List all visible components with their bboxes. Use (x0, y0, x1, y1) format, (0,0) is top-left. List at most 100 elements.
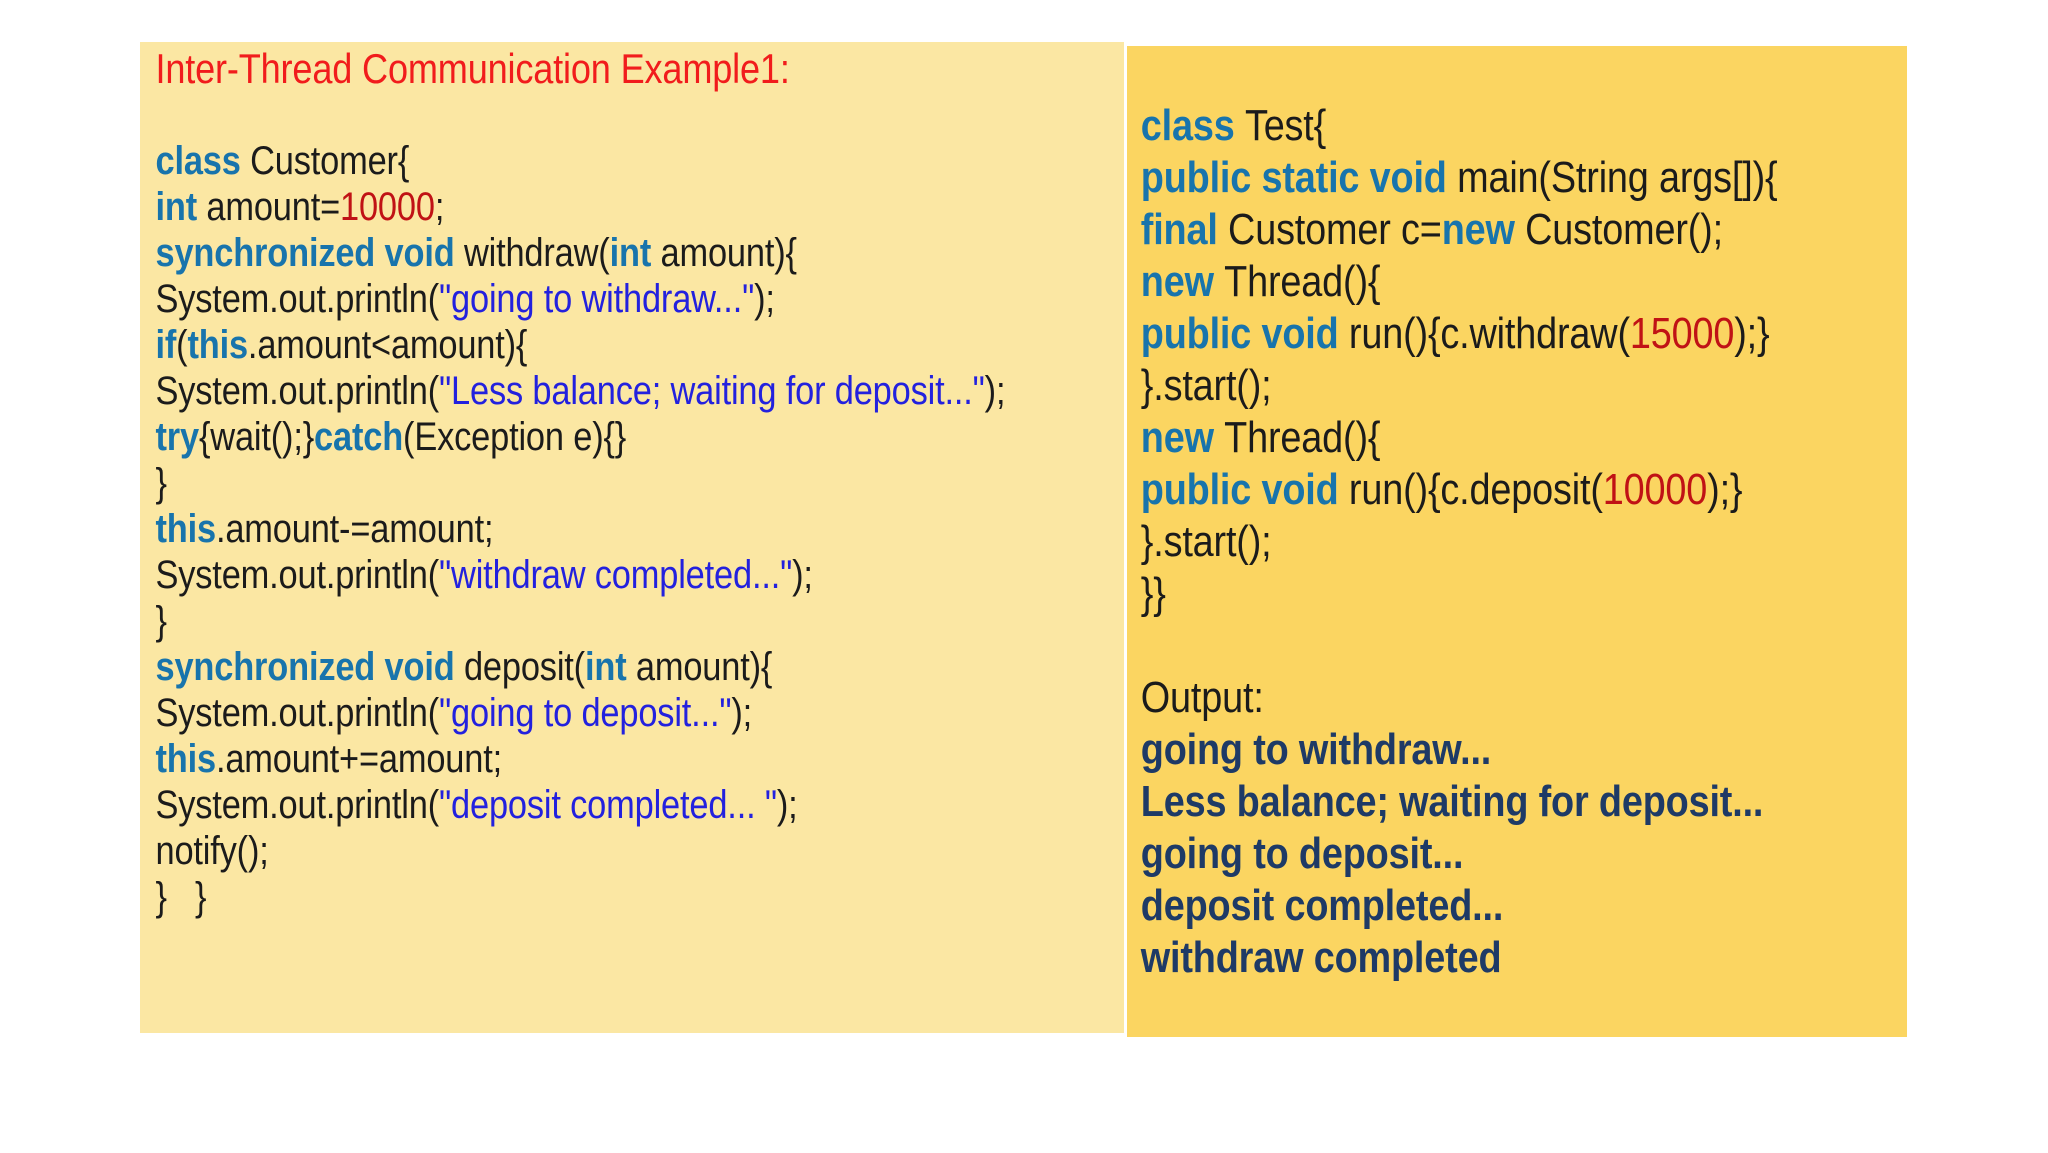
code-token-code: ; (434, 185, 445, 229)
code-token-code: } } (155, 875, 207, 919)
code-line: } (155, 598, 1145, 644)
code-line: new Thread(){ (1141, 256, 1926, 308)
code-token-keyword: this (155, 507, 216, 551)
code-token-number: 10000 (340, 185, 435, 229)
code-token-code: System.out.println( (155, 553, 439, 597)
code-token-code: ( (176, 323, 188, 367)
code-line: System.out.println("Less balance; waitin… (155, 368, 1145, 414)
code-line: synchronized void deposit(int amount){ (155, 644, 1145, 690)
code-token-code: Customer(); (1525, 205, 1723, 254)
code-token-code: ); (731, 691, 753, 735)
code-token-code: Thread(){ (1224, 413, 1381, 462)
code-token-output: deposit completed... (1140, 881, 1504, 930)
code-line: final Customer c=new Customer(); (1141, 204, 1926, 256)
output-line: going to deposit... (1141, 828, 1926, 880)
code-token-code: System.out.println( (155, 691, 439, 735)
output-line: deposit completed... (1141, 880, 1926, 932)
code-token-code: amount){ (635, 645, 773, 689)
code-token-code: Customer{ (250, 139, 410, 183)
code-token-code: .amount<amount){ (247, 323, 528, 367)
code-token-code: run(){c.deposit( (1348, 465, 1603, 514)
code-line: notify(); (155, 828, 1145, 874)
code-token-keyword: if (155, 323, 177, 367)
code-token-output: withdraw completed (1140, 933, 1502, 982)
code-token-keyword: public void (1140, 465, 1349, 514)
output-label: Output: (1141, 672, 1926, 724)
code-token-output: Less balance; waiting for deposit... (1140, 777, 1764, 826)
code-token-code: withdraw( (463, 231, 610, 275)
right-code-panel: class Test{public static void main(Strin… (1127, 46, 1907, 1037)
code-token-keyword: public static void (1140, 153, 1458, 202)
code-line: System.out.println("going to deposit..."… (155, 690, 1145, 736)
code-line: class Test{ (1141, 100, 1926, 152)
code-token-code: deposit( (463, 645, 585, 689)
code-token-string: "going to withdraw..." (438, 277, 755, 321)
code-token-code: {wait();} (198, 415, 315, 459)
code-line: } } (155, 874, 1145, 920)
code-line: class Customer{ (155, 138, 1145, 184)
code-token-code: } (155, 599, 167, 643)
code-token-code: (Exception e){} (403, 415, 627, 459)
code-token-title: Inter-Thread Communication Example1: (155, 45, 790, 92)
output-line: going to withdraw... (1141, 724, 1926, 776)
code-token-keyword: synchronized void (155, 231, 464, 275)
code-token-keyword: synchronized void (155, 645, 464, 689)
code-token-code: run(){c.withdraw( (1348, 309, 1630, 358)
code-line: try{wait();}catch(Exception e){} (155, 414, 1145, 460)
code-line: public static void main(String args[]){ (1141, 152, 1926, 204)
customer-class-code: Inter-Thread Communication Example1: cla… (140, 42, 1146, 920)
code-token-output: going to deposit... (1140, 829, 1464, 878)
code-line: new Thread(){ (1141, 412, 1926, 464)
code-token-code: System.out.println( (155, 277, 439, 321)
code-token-string: "Less balance; waiting for deposit..." (438, 369, 985, 413)
code-token-keyword: int (155, 185, 207, 229)
code-token-keyword: int (584, 645, 636, 689)
test-class-and-output: class Test{public static void main(Strin… (1127, 46, 1926, 984)
code-line: synchronized void withdraw(int amount){ (155, 230, 1145, 276)
code-token-code: System.out.println( (155, 783, 439, 827)
slide-title: Inter-Thread Communication Example1: (155, 46, 1145, 92)
code-line: public void run(){c.withdraw(15000);} (1141, 308, 1926, 360)
code-token-code: .amount-=amount; (215, 507, 494, 551)
code-line (155, 92, 1145, 138)
code-line: } (155, 460, 1145, 506)
code-token-code: .amount+=amount; (215, 737, 502, 781)
code-token-code: amount){ (660, 231, 797, 275)
code-token-code: Thread(){ (1224, 257, 1381, 306)
code-token-keyword: class (155, 139, 251, 183)
code-token-code: ); (984, 369, 1006, 413)
code-token-keyword: int (609, 231, 661, 275)
code-token-code: }.start(); (1140, 361, 1272, 410)
code-token-code: );} (1734, 309, 1770, 358)
code-token-keyword: class (1140, 101, 1245, 150)
code-line: if(this.amount<amount){ (155, 322, 1145, 368)
code-token-keyword: this (187, 323, 248, 367)
code-line: }.start(); (1141, 516, 1926, 568)
code-token-code: } (155, 461, 167, 505)
code-line: System.out.println("withdraw completed..… (155, 552, 1145, 598)
code-token-keyword: new (1140, 257, 1225, 306)
code-token-keyword: new (1441, 205, 1526, 254)
code-token-keyword: final (1140, 205, 1229, 254)
code-token-keyword: try (155, 415, 199, 459)
code-line: System.out.println("deposit completed...… (155, 782, 1145, 828)
code-line: this.amount-=amount; (155, 506, 1145, 552)
code-token-code: ); (754, 277, 775, 321)
code-token-code: Output: (1140, 673, 1264, 722)
code-line: this.amount+=amount; (155, 736, 1145, 782)
code-token-number: 15000 (1629, 309, 1735, 358)
code-token-code: notify(); (155, 829, 269, 873)
code-token-code: );} (1707, 465, 1743, 514)
code-line: int amount=10000; (155, 184, 1145, 230)
output-line: withdraw completed (1141, 932, 1926, 984)
code-line: System.out.println("going to withdraw...… (155, 276, 1145, 322)
code-line (1141, 620, 1926, 672)
code-token-code: amount= (206, 185, 341, 229)
code-line: public void run(){c.deposit(10000);} (1141, 464, 1926, 516)
code-token-string: "withdraw completed..." (438, 553, 793, 597)
code-token-code: System.out.println( (155, 369, 439, 413)
code-token-keyword: this (155, 737, 216, 781)
code-token-string: "deposit completed... " (438, 783, 777, 827)
code-token-code: }.start(); (1140, 517, 1272, 566)
